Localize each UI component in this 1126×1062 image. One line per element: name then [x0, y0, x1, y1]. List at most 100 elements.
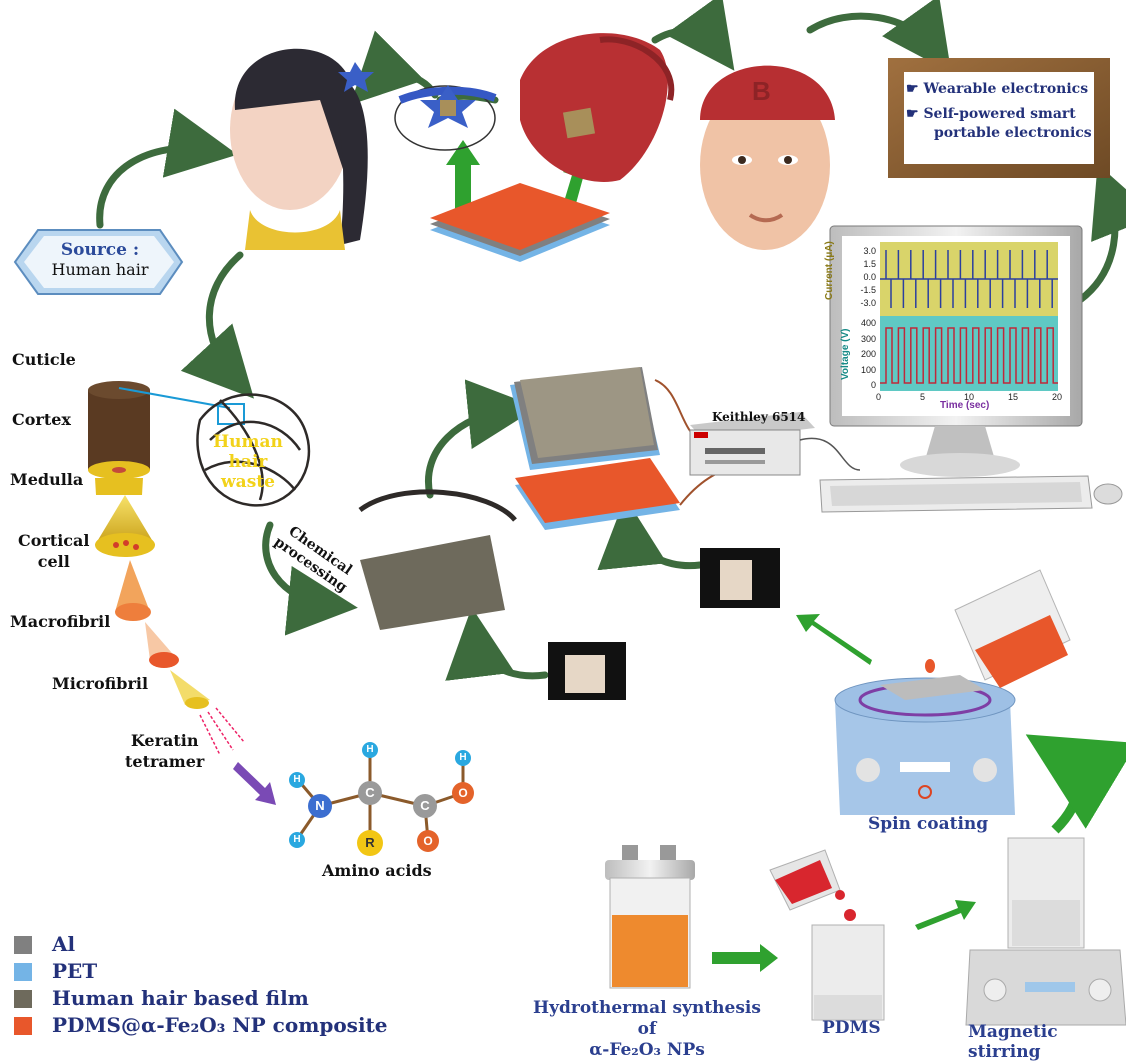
cap-device — [520, 33, 675, 182]
hydrothermal-line2: α-Fe₂O₃ NPs — [589, 1040, 705, 1060]
arrow-spin-to-photo — [796, 614, 872, 665]
hair-structure — [88, 381, 245, 756]
voltage-tick-3: 100 — [860, 364, 876, 375]
current-tick-2: 0.0 — [863, 272, 876, 282]
atom-o1-label: O — [458, 786, 468, 800]
source-box-text: Source : Human hair — [30, 240, 170, 279]
legend-label-pet: PET — [52, 959, 98, 983]
voltage-tick-2: 200 — [860, 349, 876, 359]
source-box — [13, 229, 184, 295]
hairband-device — [394, 85, 497, 151]
legend-swatch-pet — [14, 963, 32, 981]
arrow-source-to-waste — [180, 251, 254, 399]
atom-o2: O — [417, 830, 439, 852]
app-item-selfpowered: ☛ Self-powered smart — [906, 106, 1076, 122]
label-hydrothermal: Hydrothermal synthesis of α-Fe₂O₃ NPs — [522, 998, 772, 1061]
voltage-tick-1: 300 — [860, 333, 876, 344]
atom-r: R — [357, 830, 383, 856]
atom-c2: C — [413, 794, 437, 818]
time-tick-3: 15 — [1008, 392, 1019, 402]
man-illustration: B — [700, 65, 835, 250]
arrow-keratin-to-amino — [233, 762, 276, 805]
legend-swatch-hair-film — [14, 990, 32, 1008]
hair-waste-line3: waste — [221, 472, 275, 492]
time-tick-2: 10 — [964, 392, 975, 402]
hydrothermal-line1: Hydrothermal synthesis of — [533, 998, 761, 1039]
label-keithley: Keithley 6514 — [712, 410, 806, 424]
atom-n-label: N — [315, 798, 325, 813]
arrow-pdms-to-stir — [915, 900, 976, 930]
spin-coater — [834, 659, 1016, 815]
current-axis-label: Current (μA) — [824, 241, 835, 300]
atom-c1-label: C — [365, 785, 375, 800]
label-cortical-line1: Cortical — [18, 531, 90, 550]
legend-swatch-composite — [14, 1017, 32, 1035]
hair-waste — [196, 393, 311, 507]
current-signal — [880, 250, 1058, 308]
atom-r-label: R — [365, 835, 375, 850]
magnetic-stirrer — [965, 837, 1126, 1026]
svg-text:B: B — [752, 76, 771, 106]
arrow-photo2-to-film — [445, 607, 549, 681]
legend-swatch-al — [14, 936, 32, 954]
teng-device — [510, 367, 731, 530]
voltage-tick-4: 0 — [870, 380, 876, 390]
arrow-film-to-device — [425, 379, 538, 499]
atom-h3-label: H — [293, 834, 301, 845]
keithley-meter — [689, 412, 815, 476]
atom-c1: C — [358, 781, 382, 805]
label-medulla: Medulla — [10, 470, 84, 489]
label-macrofibril: Macrofibril — [10, 612, 111, 631]
label-spin-coating: Spin coating — [868, 814, 989, 834]
atom-h1: H — [362, 742, 378, 758]
label-cortical-cell: Cortical cell — [18, 530, 90, 572]
time-tick-4: 20 — [1052, 392, 1063, 402]
current-tick-0: 3.0 — [863, 246, 876, 256]
hair-waste-line1: Human — [213, 432, 283, 452]
label-keratin: Keratin tetramer — [125, 730, 204, 772]
label-amino-acids: Amino acids — [322, 861, 432, 880]
atom-h4: H — [455, 750, 471, 766]
atom-c2-label: C — [420, 798, 430, 813]
label-pdms: PDMS — [822, 1018, 881, 1038]
arrow-cap-to-man — [651, 0, 735, 71]
girl-illustration — [230, 48, 374, 250]
label-cuticle: Cuticle — [12, 350, 76, 369]
applications-text: ☛ Wearable electronics ☛ Self-powered sm… — [906, 80, 1092, 143]
label-magnetic-stirring: Magnetic stirring — [968, 1022, 1058, 1062]
app-item-selfpowered-line2: portable electronics — [934, 125, 1092, 141]
pointing-hand-icon-2: ☛ — [906, 106, 924, 122]
source-title: Source : — [60, 240, 140, 260]
label-microfibril: Microfibril — [52, 674, 149, 693]
legend-label-composite: PDMS@α-Fe₂O₃ NP composite — [52, 1013, 388, 1037]
arrow-stir-to-spin — [1025, 734, 1126, 834]
label-keratin-line1: Keratin — [130, 731, 199, 750]
arrow-hydro-to-pdms — [712, 944, 778, 972]
current-tick-4: -3.0 — [860, 298, 876, 308]
atom-o2-label: O — [423, 834, 433, 848]
voltage-signal — [880, 327, 1058, 384]
atom-o1: O — [452, 782, 474, 804]
pouring-beaker — [954, 569, 1071, 688]
hair-waste-line2: hair — [228, 452, 268, 472]
time-tick-0: 0 — [876, 392, 882, 402]
atom-h3: H — [289, 832, 305, 848]
voltage-tick-0: 400 — [860, 318, 876, 328]
current-tick-1: 1.5 — [863, 259, 876, 269]
atom-h1-label: H — [366, 744, 374, 755]
label-cortex: Cortex — [12, 410, 71, 429]
applications-frame — [888, 58, 1110, 178]
arrow-source-to-girl — [96, 108, 238, 229]
processed-film — [358, 489, 517, 630]
legend-label-al: Al — [52, 932, 76, 956]
label-hair-waste: Human hair waste — [208, 432, 288, 492]
arrow-monitor-to-frame — [1076, 163, 1126, 304]
flow-arrows — [96, 0, 1126, 681]
pdms-beaker — [769, 849, 885, 1021]
hydrothermal-vessel — [605, 845, 695, 989]
source-subtitle: Human hair — [51, 260, 149, 279]
app-item-wearable: ☛ Wearable electronics — [906, 81, 1089, 97]
current-tick-3: -1.5 — [860, 285, 876, 295]
legend-label-hair-film: Human hair based film — [52, 986, 309, 1010]
